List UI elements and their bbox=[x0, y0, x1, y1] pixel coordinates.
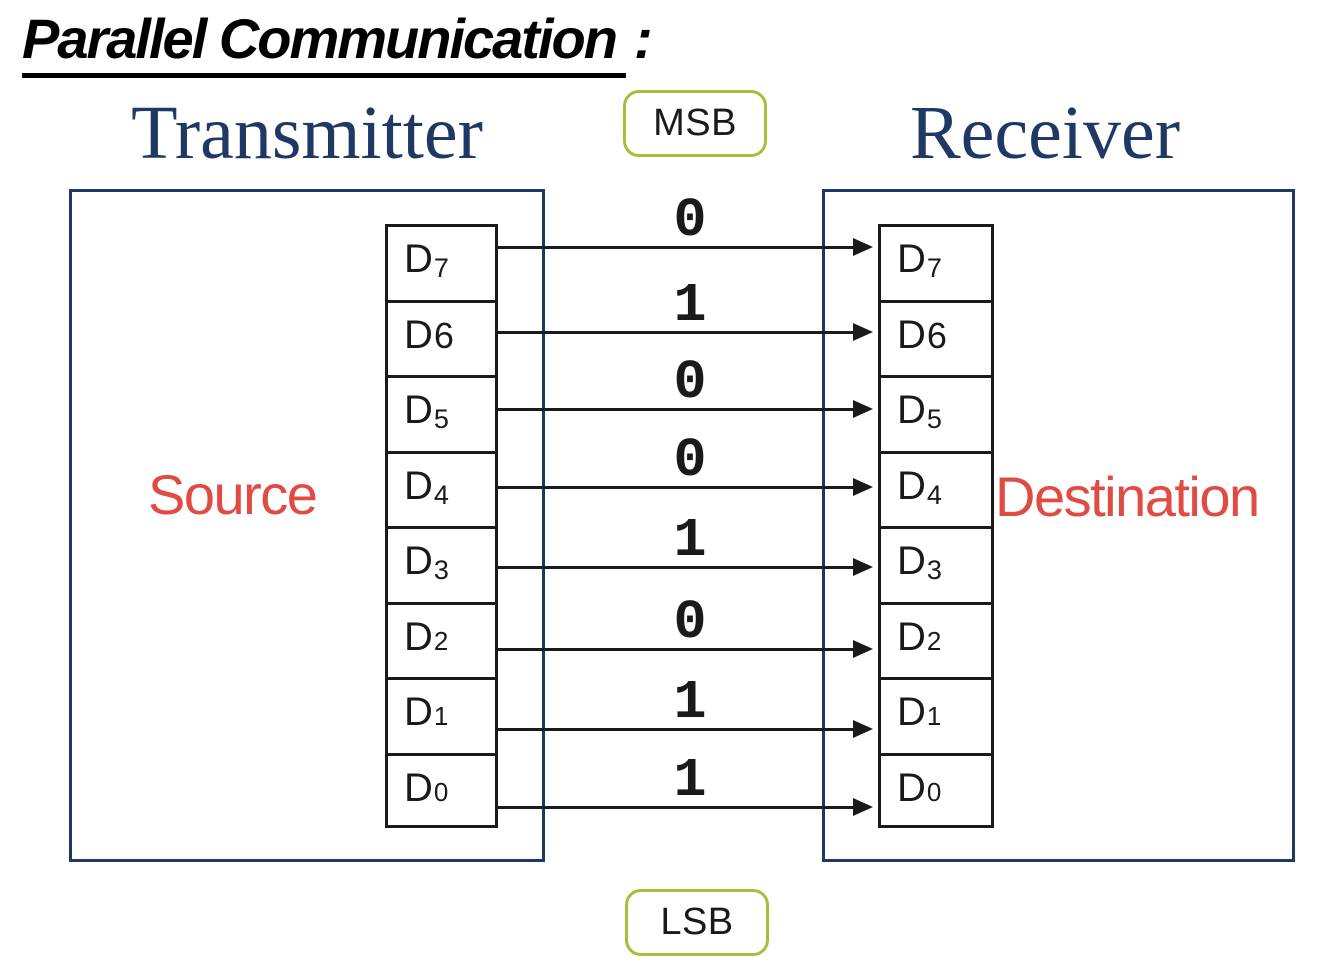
cell-label-digit: 2 bbox=[433, 625, 449, 656]
cell-label-digit: 6 bbox=[433, 314, 454, 356]
tx-cell-d4: D4 bbox=[385, 450, 498, 526]
cell-label-digit: 6 bbox=[926, 314, 947, 356]
cell-label-digit: 1 bbox=[926, 701, 942, 731]
bit-value-d3: 1 bbox=[673, 509, 707, 572]
arrow-d3 bbox=[498, 558, 873, 576]
arrow-d7 bbox=[498, 238, 873, 256]
rx-cell-d0: D0 bbox=[878, 752, 994, 828]
rx-cell-d3: D3 bbox=[878, 526, 994, 602]
bit-value-d1: 1 bbox=[673, 671, 707, 734]
page-title-text: Parallel Communication bbox=[22, 7, 626, 78]
arrow-d1 bbox=[498, 720, 873, 738]
arrow-d2 bbox=[498, 640, 873, 658]
receiver-heading: Receiver bbox=[909, 91, 1181, 175]
cell-label-prefix: D bbox=[404, 463, 433, 508]
cell-label-digit: 7 bbox=[926, 253, 942, 283]
arrow-d4 bbox=[498, 478, 873, 496]
bit-value-d0: 1 bbox=[673, 749, 707, 812]
tx-cell-d5: D5 bbox=[385, 375, 498, 451]
receiver-register: D7 D6 D5 D4 D3 D2 D1 D0 bbox=[878, 224, 994, 828]
cell-label-digit: 7 bbox=[433, 253, 449, 283]
cell-label-digit: 3 bbox=[433, 555, 449, 585]
cell-label-prefix: D bbox=[897, 463, 926, 508]
bit-value-d2: 0 bbox=[673, 591, 707, 654]
cell-label-prefix: D bbox=[897, 388, 926, 432]
cell-label-prefix: D bbox=[897, 614, 926, 659]
bit-value-d4: 0 bbox=[673, 429, 707, 492]
transmitter-box bbox=[69, 189, 545, 862]
rx-cell-d2: D2 bbox=[878, 601, 994, 677]
cell-label-prefix: D bbox=[897, 765, 926, 810]
tx-cell-d2: D2 bbox=[385, 601, 498, 677]
bit-value-d6: 1 bbox=[673, 274, 707, 337]
cell-label-prefix: D bbox=[404, 539, 433, 583]
cell-label-digit: 5 bbox=[433, 404, 449, 434]
cell-label-prefix: D bbox=[897, 539, 926, 583]
rx-cell-d7: D7 bbox=[878, 224, 994, 300]
transmitter-register: D7 D6 D5 D4 D3 D2 D1 D0 bbox=[385, 224, 498, 828]
tx-cell-d1: D1 bbox=[385, 677, 498, 753]
arrow-d5 bbox=[498, 400, 873, 418]
cell-label-prefix: D bbox=[404, 312, 433, 357]
cell-label-digit: 0 bbox=[433, 776, 449, 807]
rx-cell-d5: D5 bbox=[878, 375, 994, 451]
destination-label: Destination bbox=[995, 465, 1260, 528]
cell-label-prefix: D bbox=[897, 237, 926, 281]
cell-label-prefix: D bbox=[404, 614, 433, 659]
transmitter-heading: Transmitter bbox=[131, 91, 483, 175]
arrow-d0 bbox=[498, 798, 873, 816]
cell-label-prefix: D bbox=[404, 237, 433, 281]
cell-label-prefix: D bbox=[897, 690, 926, 734]
cell-label-prefix: D bbox=[897, 312, 926, 357]
source-label: Source bbox=[148, 463, 318, 526]
lsb-badge: LSB bbox=[625, 889, 769, 956]
cell-label-digit: 2 bbox=[926, 625, 942, 656]
cell-label-digit: 4 bbox=[926, 479, 942, 510]
page-title: Parallel Communication: bbox=[22, 6, 653, 78]
cell-label-digit: 4 bbox=[433, 479, 449, 510]
cell-label-digit: 3 bbox=[926, 555, 942, 585]
tx-cell-d7: D7 bbox=[385, 224, 498, 300]
receiver-box bbox=[822, 189, 1295, 862]
bit-value-d5: 0 bbox=[673, 351, 707, 414]
tx-cell-d0: D0 bbox=[385, 752, 498, 828]
cell-label-digit: 1 bbox=[433, 701, 449, 731]
cell-label-digit: 0 bbox=[926, 776, 942, 807]
cell-label-prefix: D bbox=[404, 690, 433, 734]
msb-badge: MSB bbox=[623, 90, 767, 157]
cell-label-digit: 5 bbox=[926, 404, 942, 434]
rx-cell-d6: D6 bbox=[878, 299, 994, 375]
page-title-colon: : bbox=[633, 7, 653, 70]
rx-cell-d1: D1 bbox=[878, 677, 994, 753]
arrow-d6 bbox=[498, 323, 873, 341]
tx-cell-d3: D3 bbox=[385, 526, 498, 602]
cell-label-prefix: D bbox=[404, 388, 433, 432]
bit-value-d7: 0 bbox=[673, 189, 707, 252]
rx-cell-d4: D4 bbox=[878, 450, 994, 526]
tx-cell-d6: D6 bbox=[385, 299, 498, 375]
cell-label-prefix: D bbox=[404, 765, 433, 810]
